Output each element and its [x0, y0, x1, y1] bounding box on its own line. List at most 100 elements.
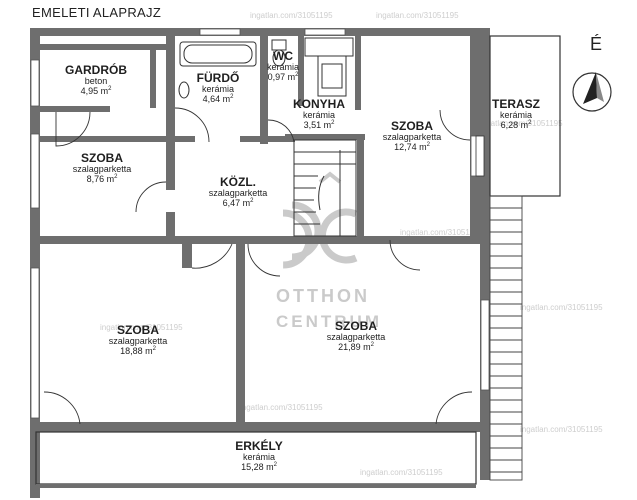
room-area: 8,76 m2 [52, 174, 152, 184]
room-area: 6,47 m2 [188, 198, 288, 208]
door-szoba-bottom-left [191, 243, 233, 269]
door-balcony-right [435, 391, 473, 425]
door-balcony-left [43, 391, 81, 425]
watermark-url: ingatlan.com/31051195 [250, 11, 333, 20]
room-area-value: 6,47 m [222, 198, 251, 209]
door-bath [174, 107, 210, 143]
bathtub-icon [179, 41, 257, 67]
wall-gardrob-right [166, 36, 175, 142]
kitchen-counter [304, 37, 354, 97]
otthon-centrum-logo: OTTHON CENTRUM [276, 171, 379, 331]
wall-right-corner [470, 230, 488, 238]
terrace [475, 35, 561, 197]
area-unit-sup: 2 [426, 142, 430, 149]
room-material: szalagparketta [382, 131, 442, 142]
room-area: 12,74 m2 [362, 142, 462, 152]
room-name: SZOBA [81, 151, 123, 165]
window [30, 59, 40, 107]
wall-bath-bottom-right [240, 136, 295, 142]
watermark-url: ingatlan.com/31051195 [376, 11, 459, 20]
wall-balcony [36, 422, 480, 432]
room-area: 0,97 m2 [233, 72, 333, 82]
area-unit-sup: 2 [528, 120, 532, 127]
watermark-url: ingatlan.com/31051195 [360, 468, 443, 477]
balcony [35, 431, 477, 488]
watermark-url: ingatlan.com/31051195 [520, 303, 603, 312]
room-area: 4,95 m2 [46, 86, 146, 96]
wall-gardrob-bottom [40, 106, 110, 112]
room-area: 3,51 m2 [269, 120, 369, 130]
door-swings [43, 107, 473, 425]
outdoor-stair-steps [490, 207, 522, 473]
area-unit-sup: 2 [273, 462, 277, 469]
wall-wc-right [298, 36, 304, 106]
wall-middle-horizontal [30, 236, 490, 244]
wall-room-divider [236, 244, 245, 424]
staircase [293, 139, 357, 237]
wall-bath-right [260, 36, 268, 144]
room-area-value: 15,28 m [241, 462, 274, 473]
room-area-value: 12,74 m [394, 142, 427, 153]
room-area-value: 0,97 m [267, 72, 296, 83]
area-unit-sup: 2 [114, 174, 118, 181]
watermark-url: ingatlan.com/31051195 [100, 323, 183, 332]
wall-stub [182, 238, 192, 268]
window [480, 299, 490, 391]
room-material: szalagparketta [326, 331, 386, 342]
room-material: szalagparketta [208, 187, 268, 198]
room-name: GARDRÓB [65, 63, 127, 77]
room-area-value: 4,95 m [80, 86, 109, 97]
room-area-value: 4,64 m [202, 94, 231, 105]
area-unit-sup: 2 [108, 86, 112, 93]
door-wc [267, 119, 295, 143]
room-name: SZOBA [391, 119, 433, 133]
room-name: SZOBA [335, 319, 377, 333]
compass-ring-icon [572, 72, 612, 112]
room-area-value: 3,51 m [303, 120, 332, 131]
wall-kitchen-bottom [285, 134, 365, 140]
room-area: 21,89 m2 [306, 342, 406, 352]
room-area-value: 8,76 m [86, 174, 115, 185]
wall-right-upper [470, 28, 490, 238]
wall-szoba-top [40, 136, 176, 142]
window [199, 28, 241, 36]
area-unit-sup: 2 [250, 198, 254, 205]
watermark-url: ingatlan.com/31051195 [520, 425, 603, 434]
room-name: KÖZL. [220, 175, 256, 189]
area-unit-sup: 2 [295, 72, 299, 79]
area-unit-sup: 2 [152, 346, 156, 353]
balcony-rail [36, 484, 476, 488]
stair-steps [294, 151, 356, 225]
outdoor-stairs [489, 195, 523, 481]
terrace-door [475, 135, 485, 177]
room-name: KONYHA [292, 97, 345, 111]
door-gardrob [55, 111, 91, 147]
room-area: 4,64 m2 [168, 94, 268, 104]
window [304, 28, 346, 36]
windows [30, 28, 490, 419]
room-name: TERASZ [492, 97, 540, 111]
wall-gardrob-inner [150, 50, 156, 108]
room-material: kerámia [242, 451, 275, 462]
area-unit-sup: 2 [230, 94, 234, 101]
terrace-outline [489, 35, 561, 197]
watermark-url: ingatlan.com/31051195 [480, 119, 563, 128]
room-name: WC [273, 49, 293, 63]
door-szoba-right [389, 239, 421, 271]
logo-roof-shape [318, 171, 342, 184]
wall-bath-bottom-left [175, 136, 195, 142]
room-area: 6,28 m2 [466, 120, 566, 130]
compass-needle-shade-icon [596, 72, 604, 102]
window [30, 133, 40, 209]
wall-hall-left [166, 142, 175, 190]
stove-icon [321, 63, 343, 89]
area-unit-sup: 2 [370, 342, 374, 349]
sink-icon [178, 81, 190, 99]
